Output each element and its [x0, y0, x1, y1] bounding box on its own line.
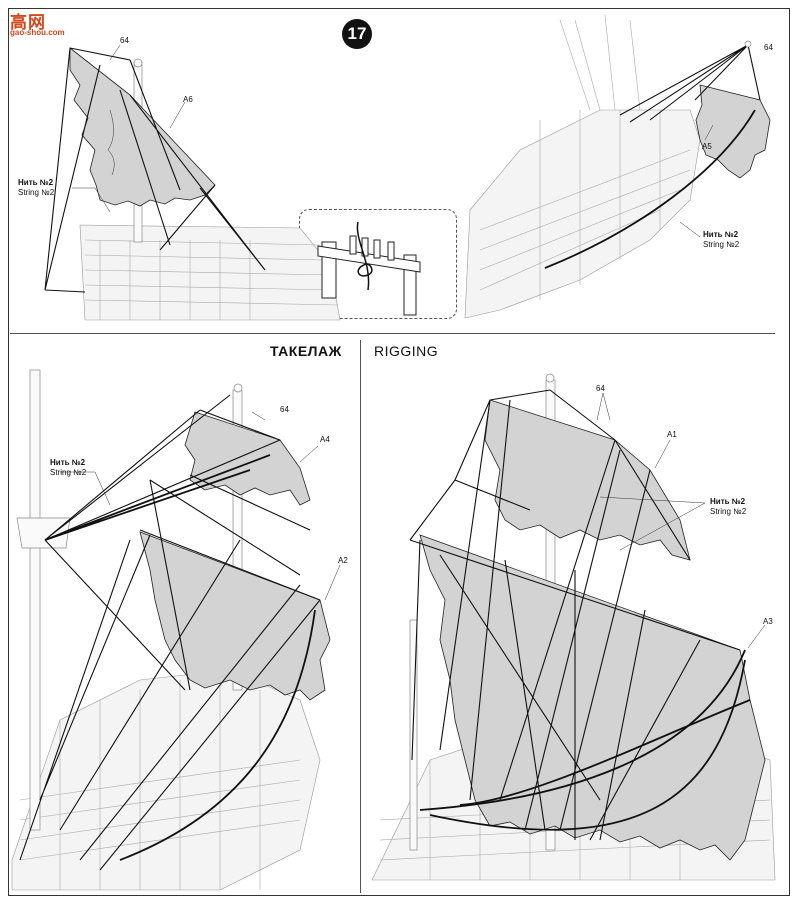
heading-en: RIGGING: [374, 343, 439, 359]
logo-chars: 高网: [10, 13, 46, 32]
label-string-tr: Нить №2 String №2: [703, 230, 739, 250]
logo-url: gao-shou.com: [10, 28, 65, 37]
label-part-64-bl: 64: [280, 405, 289, 414]
label-a1: A1: [667, 430, 677, 439]
label-a5: A5: [702, 142, 712, 151]
label-part-64-tl: 64: [120, 36, 129, 45]
section-divider-horizontal: [10, 333, 775, 334]
panel-bottom-left: [11, 369, 341, 891]
sail-a1: [484, 399, 691, 561]
label-string-en: String №2: [50, 468, 87, 477]
label-a6: A6: [183, 95, 193, 104]
sail-a2: [139, 531, 331, 701]
step-number: 17: [342, 19, 372, 49]
site-logo: 高网 gao-shou.com: [10, 8, 72, 40]
panel-top-left: [44, 44, 341, 321]
sail-a5: [695, 84, 771, 179]
label-string-en: String №2: [18, 188, 55, 197]
label-a4: A4: [320, 435, 330, 444]
inset-rail-detail: [317, 221, 421, 316]
label-part-64-br: 64: [596, 384, 605, 393]
label-string-en: String №2: [710, 507, 747, 516]
panel-bottom-right: [371, 373, 776, 881]
label-string-ru: Нить №2: [710, 497, 746, 506]
panel-top-right: [464, 14, 771, 319]
label-string-ru: Нить №2: [703, 230, 739, 239]
label-string-tl: Нить №2 String №2: [18, 178, 54, 198]
sail-a6: [69, 47, 216, 207]
heading-ru: ТАКЕЛАЖ: [270, 343, 342, 359]
page-frame: [8, 8, 790, 896]
section-divider-vertical: [360, 340, 361, 893]
label-part-64-tr: 64: [764, 43, 773, 52]
label-a2: A2: [338, 556, 348, 565]
sail-a4: [184, 411, 311, 506]
label-string-br: Нить №2 String №2: [710, 497, 746, 517]
foremast-bl: [29, 369, 41, 831]
label-a3: A3: [763, 617, 773, 626]
label-string-en: String №2: [703, 240, 740, 249]
label-string-ru: Нить №2: [18, 178, 54, 187]
label-string-ru: Нить №2: [50, 458, 86, 467]
label-string-bl: Нить №2 String №2: [50, 458, 86, 478]
